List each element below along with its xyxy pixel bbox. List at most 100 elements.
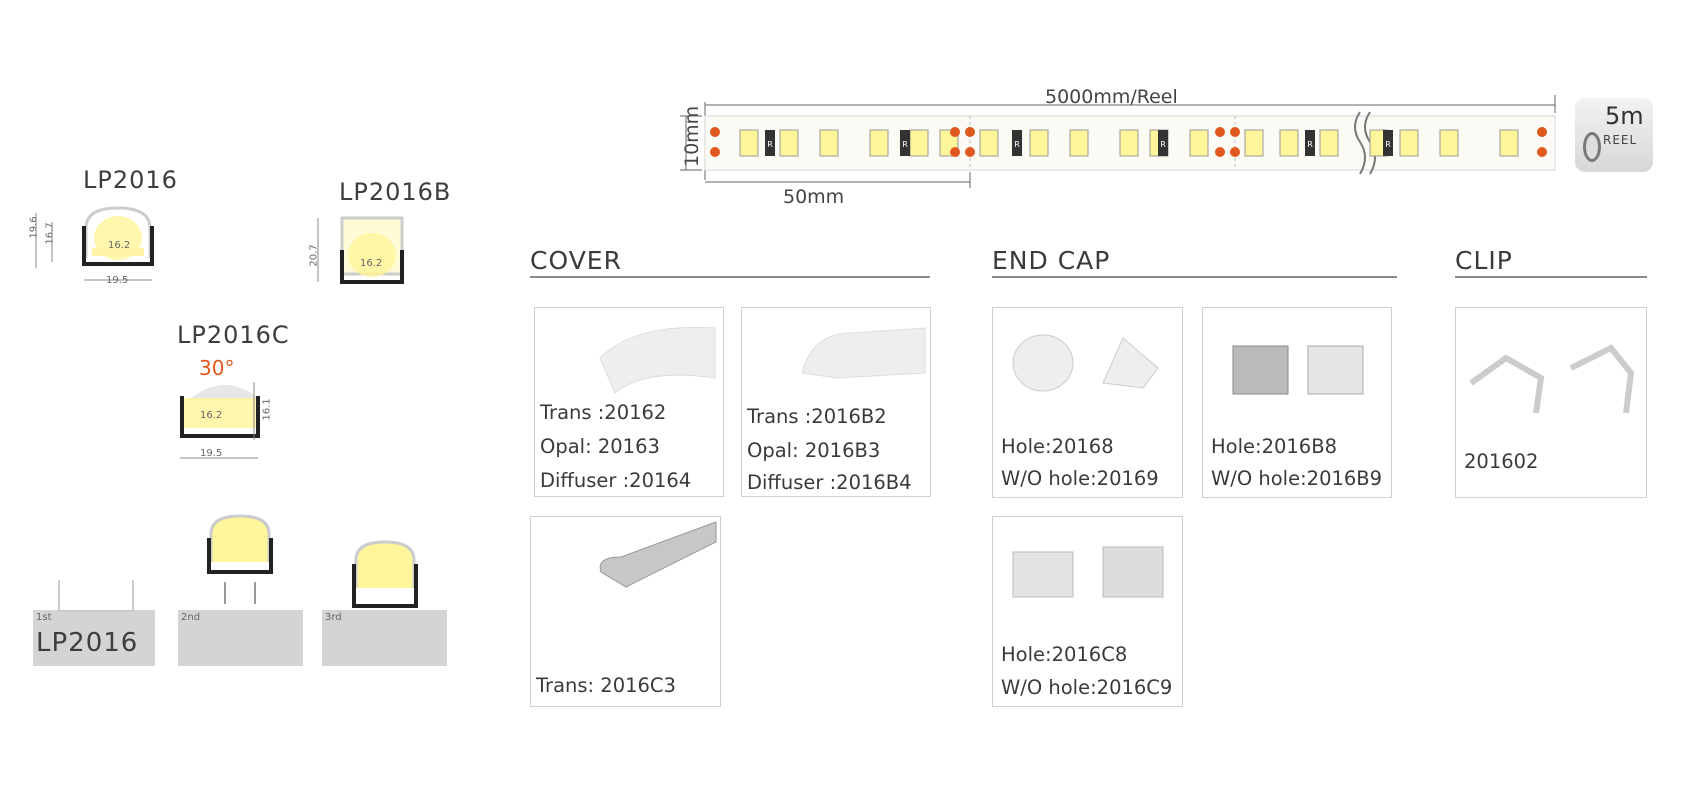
- mounting-step-1: 1st LP2016: [33, 610, 155, 666]
- mounting-step-3-label: 3rd: [325, 612, 342, 623]
- resistor: [1012, 130, 1022, 156]
- reel-unit: REEL: [1603, 133, 1638, 147]
- reel-roll-icon: [1583, 132, 1601, 162]
- resistor: [900, 130, 910, 156]
- mounting-step-2: 2nd: [178, 610, 303, 666]
- endcap-card-2: Hole:2016B8 W/O hole:2016B9: [1202, 307, 1392, 498]
- lp2016-inner-height: 16.7: [44, 222, 56, 245]
- cover-1-line-2: Opal: 20163: [540, 435, 660, 458]
- endcap-2-line-2: W/O hole:2016B9: [1211, 467, 1383, 490]
- solder-pad: [1215, 147, 1225, 157]
- led-chip: [1244, 129, 1264, 157]
- solder-pad: [1537, 127, 1547, 137]
- resistor-mark: R: [1160, 140, 1166, 149]
- solder-pad: [950, 147, 960, 157]
- resistor: [1158, 130, 1168, 156]
- lp2016c-height: 16.1: [261, 398, 273, 421]
- endcap-3-line-1: Hole:2016C8: [1001, 643, 1128, 666]
- lp2016b-height: 20.7: [308, 244, 320, 267]
- cover-card-1: Trans :20162 Opal: 20163 Diffuser :20164: [534, 307, 724, 497]
- clip-line-1: 201602: [1464, 450, 1539, 473]
- mounting-step-1-clip: [58, 580, 134, 612]
- led-chip: [1119, 129, 1139, 157]
- endcap-card-1: Hole:20168 W/O hole:20169: [992, 307, 1183, 498]
- mounting-step-1-label: 1st: [36, 612, 52, 623]
- solder-pad: [710, 127, 720, 137]
- resistor-mark: R: [1307, 140, 1313, 149]
- led-chip: [1029, 129, 1049, 157]
- led-chip: [1189, 129, 1209, 157]
- solder-pad: [1230, 127, 1240, 137]
- lp2016-width: 19.5: [106, 275, 129, 286]
- lp2016-strip: 16.2: [108, 240, 131, 251]
- segment-length-label: 50mm: [783, 186, 845, 208]
- led-chip: [1499, 129, 1519, 157]
- solder-pad: [1215, 127, 1225, 137]
- mounting-step-2-profile: [207, 514, 273, 604]
- cover-divider: [530, 276, 930, 278]
- endcap-card-3: Hole:2016C8 W/O hole:2016C9: [992, 516, 1183, 707]
- lp2016b-strip: 16.2: [360, 258, 383, 269]
- solder-pad: [965, 127, 975, 137]
- solder-pad: [710, 147, 720, 157]
- led-chip: [1279, 129, 1299, 157]
- led-chip: [779, 129, 799, 157]
- endcap-heading: END CAP: [992, 246, 1111, 275]
- resistor: [1383, 130, 1393, 156]
- resistor-mark: R: [1385, 140, 1391, 149]
- led-chip: [909, 129, 929, 157]
- resistor: [1305, 130, 1315, 156]
- reel-length: 5m: [1605, 102, 1644, 130]
- cover-2-line-1: Trans :2016B2: [747, 405, 887, 428]
- strip-length-label: 5000mm/Reel: [1045, 86, 1178, 108]
- led-chip: [739, 129, 759, 157]
- cover-1-line-3: Diffuser :20164: [540, 469, 692, 492]
- led-chip: [1439, 129, 1459, 157]
- mounting-step-3-profile: [352, 540, 418, 608]
- solder-pad: [1230, 147, 1240, 157]
- clip-card-1: 201602: [1455, 307, 1647, 498]
- led-chip: [1069, 129, 1089, 157]
- lp2016-height: 19.6: [28, 216, 40, 239]
- endcap-1-line-2: W/O hole:20169: [1001, 467, 1159, 490]
- resistor-mark: R: [1014, 140, 1020, 149]
- endcap-2-image: [1232, 345, 1364, 395]
- resistor-mark: R: [767, 140, 773, 149]
- reel-icon: 5m REEL: [1575, 98, 1653, 172]
- clip-divider: [1455, 276, 1647, 278]
- cover-1-image: [599, 326, 716, 394]
- clip-image: [1469, 344, 1635, 414]
- profile-lp2016-drawing: [35, 206, 154, 281]
- endcap-3-image: [1012, 546, 1164, 598]
- led-chip: [979, 129, 999, 157]
- solder-pad: [965, 147, 975, 157]
- mounting-step-2-label: 2nd: [181, 612, 201, 623]
- cover-card-3: Trans: 2016C3: [530, 516, 721, 707]
- endcap-1-line-1: Hole:20168: [1001, 435, 1114, 458]
- cover-2-line-2: Opal: 2016B3: [747, 439, 881, 462]
- cover-card-2: Trans :2016B2 Opal: 2016B3 Diffuser :201…: [741, 307, 931, 497]
- led-chip: [1399, 129, 1419, 157]
- solder-pad: [950, 127, 960, 137]
- led-chip: [819, 129, 839, 157]
- led-chip: [1319, 129, 1339, 157]
- lp2016c-width: 19.5: [200, 448, 223, 459]
- lp2016c-strip: 16.2: [200, 410, 223, 421]
- endcap-divider: [992, 276, 1397, 278]
- cover-2-line-3: Diffuser :2016B4: [747, 471, 912, 494]
- clip-heading: CLIP: [1455, 246, 1513, 275]
- led-chip: [869, 129, 889, 157]
- profile-lp2016c-drawing: [180, 382, 260, 459]
- mounting-step-3: 3rd: [322, 610, 447, 666]
- cover-heading: COVER: [530, 246, 622, 275]
- cover-1-line-1: Trans :20162: [540, 401, 667, 424]
- profile-title-lp2016b: LP2016B: [339, 178, 452, 206]
- resistor: [765, 130, 775, 156]
- mounting-label: LP2016: [36, 628, 139, 658]
- profile-title-lp2016: LP2016: [83, 166, 178, 194]
- endcap-3-line-2: W/O hole:2016C9: [1001, 676, 1173, 699]
- cover-2-image: [801, 327, 926, 379]
- solder-pad: [1537, 147, 1547, 157]
